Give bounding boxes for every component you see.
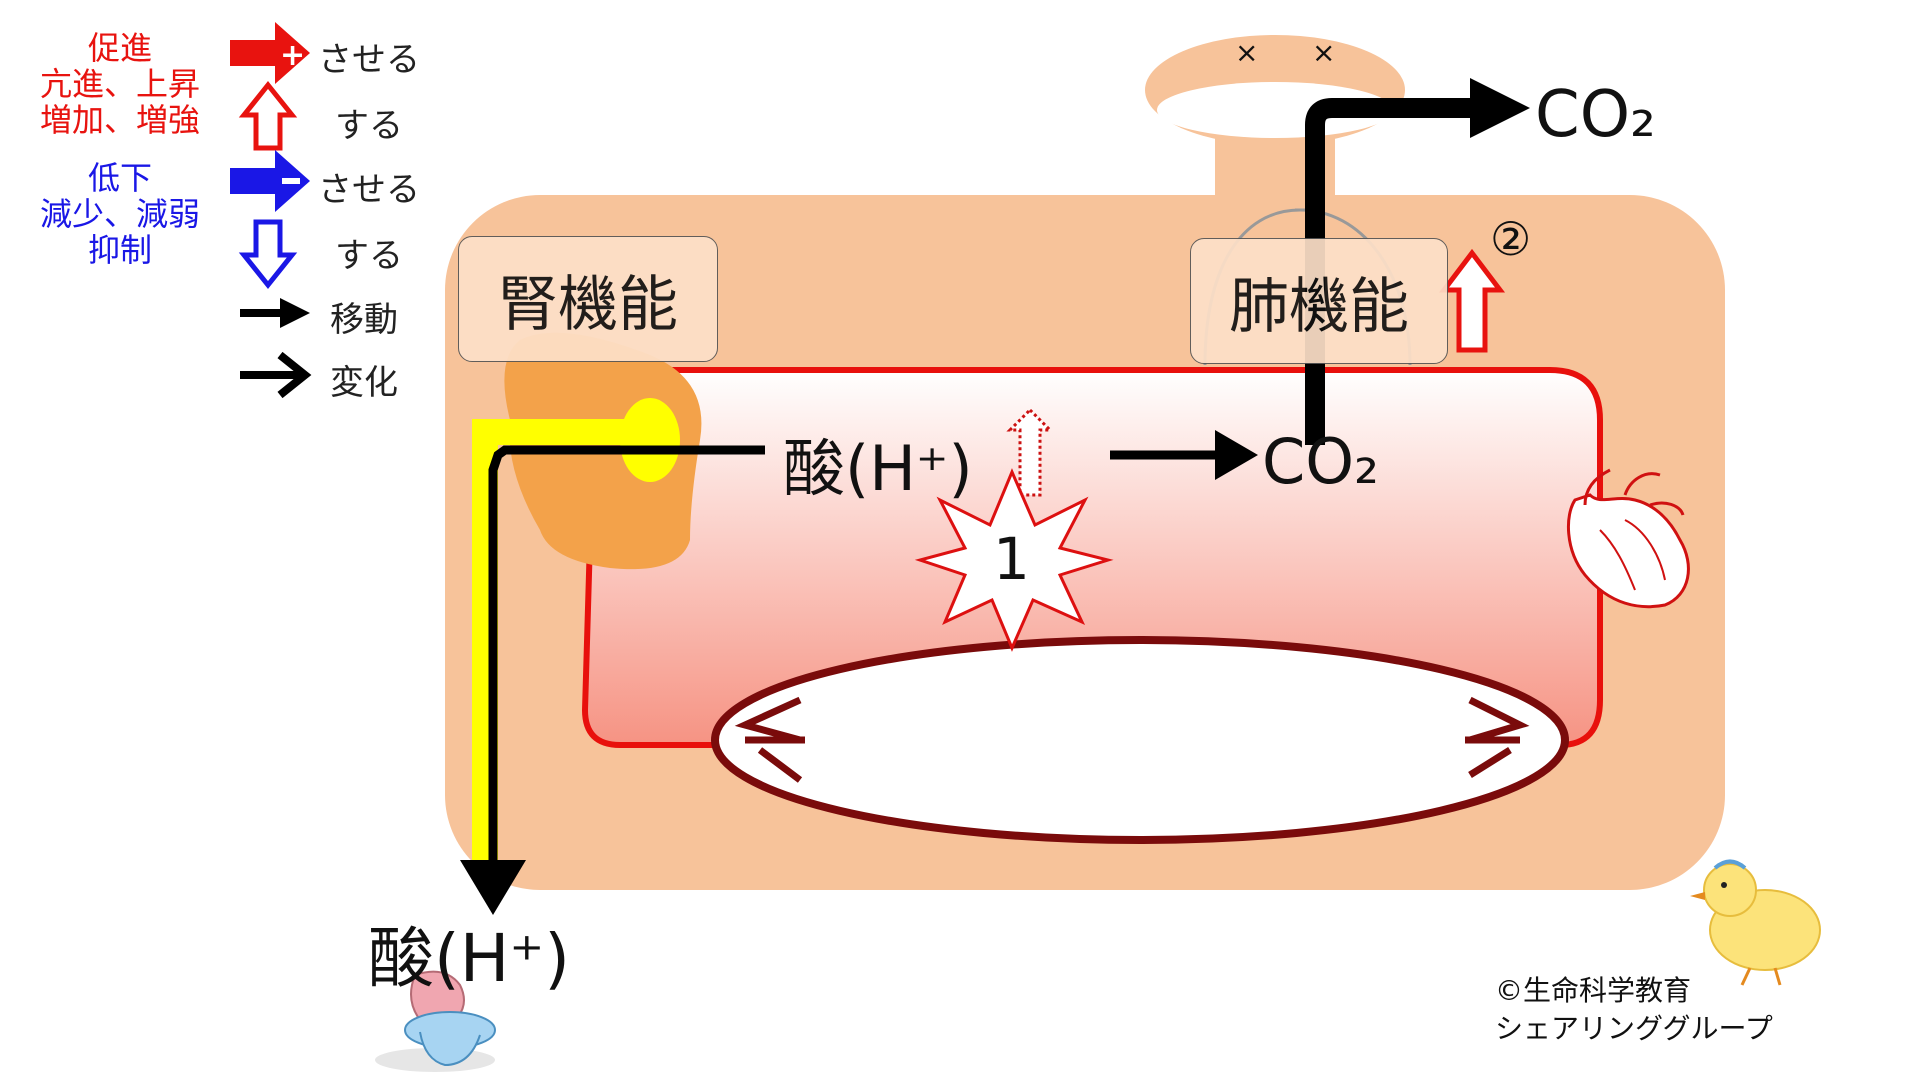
- starburst: [914, 468, 1114, 652]
- legend-promote-terms: 促進 亢進、上昇 増加、増強: [39, 29, 200, 139]
- legend-increase-arrow: [238, 80, 298, 151]
- heart-icon: [1566, 468, 1690, 609]
- loop-chevron-right: [1465, 696, 1530, 778]
- credit-line-2: シェアリンググループ: [1495, 1012, 1773, 1045]
- svg-text:+: +: [280, 38, 305, 73]
- circulation-loop: [711, 636, 1569, 844]
- lung-marker: ②: [1490, 212, 1532, 266]
- kidney-function-label: 腎機能: [458, 236, 718, 362]
- legend-reduce-terms: 低下 減少、減弱 抑制: [39, 159, 200, 269]
- legend-label-suru-red: する: [335, 106, 403, 146]
- starburst-number: 1: [993, 525, 1030, 593]
- acid-excretion-arrow: [488, 445, 765, 880]
- legend-move-arrow: [240, 298, 310, 328]
- legend-label-suru-blue: する: [335, 236, 403, 276]
- acid-inside-label: 酸(H⁺): [783, 432, 973, 505]
- credit-line-1: ©生命科学教育: [1495, 974, 1692, 1007]
- eye-mark-left: ×: [1235, 36, 1258, 69]
- legend-label-change: 変化: [330, 363, 398, 403]
- co2-exhaust-arrow: [1305, 98, 1480, 445]
- legend-reduce-arrow: [230, 150, 310, 212]
- legend-promote-arrow: +: [230, 22, 310, 84]
- legend-label-move: 移動: [330, 300, 398, 340]
- legend-label-sasero-blue: させる: [318, 170, 420, 210]
- acid-out-label: 酸(H⁺): [368, 920, 570, 997]
- co2-out-label: CO₂: [1535, 78, 1656, 152]
- acid-increase-dotted-arrow: [1006, 407, 1054, 497]
- eye-mark-right: ×: [1312, 36, 1335, 69]
- urine-path: [472, 419, 650, 870]
- legend-change-arrow: [240, 351, 312, 399]
- co2-inside-label: CO₂: [1262, 425, 1379, 498]
- legend-label-sasero-red: させる: [318, 40, 420, 80]
- legend-decrease-arrow: [238, 219, 298, 290]
- loop-chevron-left: [734, 696, 805, 783]
- toilet-icon: [375, 970, 496, 1072]
- lung-function-label: 肺機能: [1190, 238, 1448, 364]
- chick-icon: [1690, 859, 1821, 986]
